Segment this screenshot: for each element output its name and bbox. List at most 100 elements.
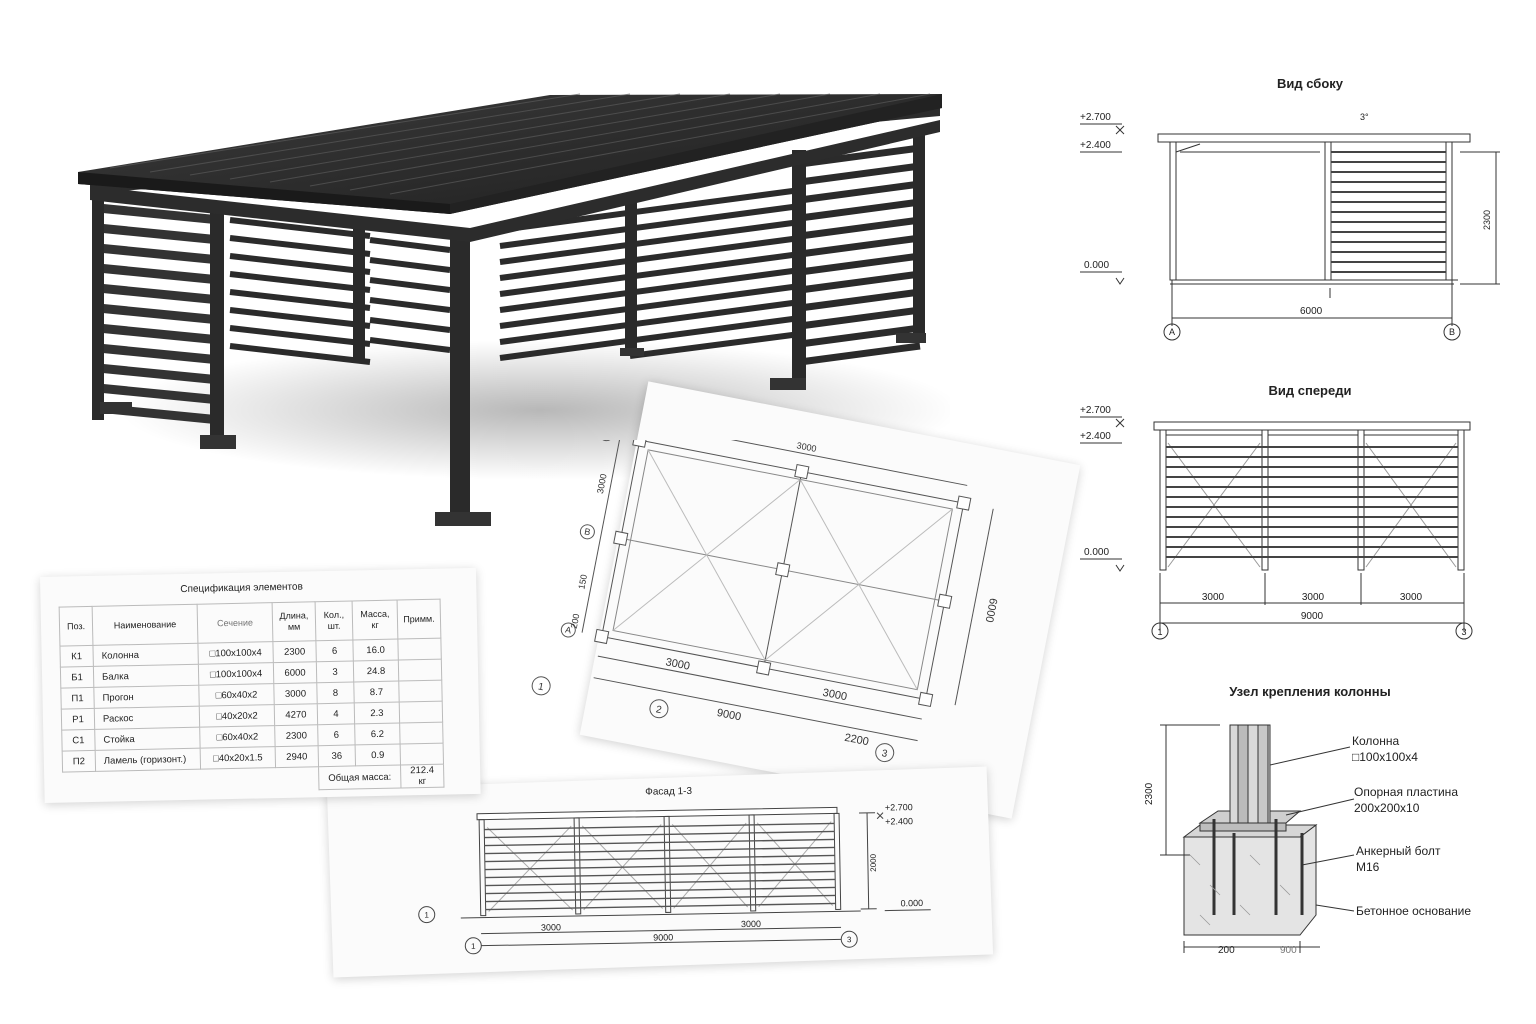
front-view-title: Вид спереди <box>1268 383 1352 398</box>
spec-cell: Колонна <box>92 643 199 667</box>
spec-cell: □60х40х2 <box>198 683 275 707</box>
plan-drawing: 3000 3000 3000 9000 2200 6000 3000 150 2… <box>531 440 999 763</box>
side-view-title: Вид сбоку <box>1276 76 1343 91</box>
spec-sheet: Спецификация элементов Поз. Наименование… <box>40 567 481 803</box>
spec-cell: 4270 <box>274 703 318 726</box>
spec-header: Сечение <box>197 602 273 644</box>
facade-total: 9000 <box>653 932 673 942</box>
spec-cell: 2.3 <box>354 702 400 724</box>
spec-cell <box>398 659 442 682</box>
node-height-dim: 2300 <box>1144 782 1155 805</box>
node-bolt-label: Анкерный болт <box>1356 844 1441 858</box>
spec-cell: 2300 <box>274 724 319 747</box>
front-elev-top: +2.700 <box>1080 405 1111 416</box>
spec-total-label: Общая масса: <box>318 764 401 790</box>
side-angle: 3° <box>1360 112 1369 122</box>
node-plate-size: 200х200х10 <box>1354 801 1420 815</box>
facade-bay1: 3000 <box>541 922 561 932</box>
front-axis-left: 1 <box>1157 627 1162 637</box>
node-base-label: Бетонное основание <box>1356 904 1471 918</box>
side-elev-zero: 0.000 <box>1084 260 1109 271</box>
spec-header: Наименование <box>92 604 198 646</box>
front-elev-zero: 0.000 <box>1084 547 1109 558</box>
front-bay1: 3000 <box>1202 592 1225 603</box>
facade-bay2: 3000 <box>741 919 761 929</box>
node-title: Узел крепления колонны <box>1229 684 1391 699</box>
facade-height-dim: 2000 <box>869 853 878 872</box>
spec-cell: П2 <box>62 750 96 773</box>
plan-dim-bottom-1: 3000 <box>665 656 691 672</box>
plan-dim-right: 2200 <box>843 732 869 748</box>
node-bolt-size: М16 <box>1356 860 1380 874</box>
node-dim-a: 200 <box>1218 945 1235 956</box>
spec-cell: 6 <box>315 639 354 662</box>
plan-dim-total: 9000 <box>716 707 742 723</box>
base-plates <box>100 333 926 526</box>
spec-cell: 24.8 <box>353 660 399 682</box>
spec-cell: 4 <box>317 702 355 725</box>
spec-cell <box>400 743 444 765</box>
spec-title: Спецификация элементов <box>180 581 303 596</box>
spec-table: Поз. Наименование Сечение Длина, мм Кол.… <box>59 599 445 796</box>
spec-cell: 8.7 <box>353 681 400 703</box>
spec-cell: Ламель (горизонт.) <box>95 748 201 772</box>
spec-cell: 16.0 <box>352 639 399 661</box>
facade-axis-side: 1 <box>424 911 429 920</box>
front-bay3: 3000 <box>1400 592 1423 603</box>
middle-wall-slats <box>229 217 451 365</box>
spec-cell: □60х40х2 <box>199 725 276 749</box>
side-height-dim: 2300 <box>1482 210 1492 230</box>
plan-axis-3: 3 <box>881 748 889 760</box>
spec-cell: 3 <box>316 660 354 683</box>
plan-dim-top: 3000 <box>796 440 818 454</box>
spec-header: Поз. <box>59 606 93 647</box>
roof <box>78 93 942 214</box>
spec-cell <box>398 680 443 703</box>
plan-dim-left-2: 150 <box>576 574 589 591</box>
spec-cell: 8 <box>316 681 355 704</box>
side-length-dim: 6000 <box>1300 306 1323 317</box>
spec-header: Масса, кг <box>352 600 398 640</box>
side-view-drawing: +2.700 +2.400 0.000 3° 2300 6000 <box>1080 112 1500 341</box>
spec-cell: Б1 <box>60 666 94 689</box>
front-axis-right: 3 <box>1461 627 1466 637</box>
spec-cell <box>399 701 443 724</box>
plan-axis-a: A <box>564 624 572 635</box>
plan-axis-1: 1 <box>537 681 545 693</box>
left-wall-slats <box>97 203 221 425</box>
side-elev-mid: +2.400 <box>1080 140 1111 151</box>
spec-cell: Балка <box>93 664 199 688</box>
front-view-drawing: +2.700 +2.400 0.000 3000 3000 3000 9000 … <box>1080 405 1473 640</box>
spec-cell: Стойка <box>94 727 201 751</box>
spec-cell: 36 <box>318 744 356 767</box>
spec-cell: 2940 <box>275 745 319 768</box>
front-bay2: 3000 <box>1302 592 1325 603</box>
spec-cell: С1 <box>61 729 96 752</box>
spec-cell <box>397 638 442 661</box>
spec-cell: Прогон <box>93 685 200 709</box>
facade-elev-mid: +2.400 <box>885 816 913 826</box>
spec-cell: 6.2 <box>354 723 401 745</box>
facade-drawing: Фасад 1-3 +2.70 <box>418 786 931 955</box>
spec-cell: Раскос <box>94 706 200 730</box>
plan-axis-b: B <box>583 526 591 537</box>
spec-cell: □40х20х1.5 <box>200 746 276 770</box>
spec-cell <box>399 722 444 744</box>
spec-cell: □40х20х2 <box>199 704 275 728</box>
facade-axis-right: 3 <box>847 935 852 944</box>
spec-cell: □100х100х4 <box>197 641 274 665</box>
node-column-label: Колонна <box>1352 734 1399 748</box>
spec-cell: 2300 <box>272 640 317 663</box>
spec-header: Длина, мм <box>272 601 316 642</box>
spec-cell: Р1 <box>61 708 95 731</box>
spec-cell: □100х100х4 <box>198 662 274 686</box>
plan-axis-2: 2 <box>655 704 663 716</box>
facade-elev-top: +2.700 <box>885 802 913 812</box>
plan-dim-left-3: 200 <box>569 613 582 630</box>
spec-total-value: 212.4 кг <box>400 764 444 788</box>
front-total: 9000 <box>1301 611 1324 622</box>
node-column-size: □100х100х4 <box>1352 750 1418 764</box>
facade-elev-zero: 0.000 <box>901 898 924 908</box>
facade-title: Фасад 1-3 <box>645 786 692 798</box>
node-dim-b: 900 <box>1280 945 1297 956</box>
